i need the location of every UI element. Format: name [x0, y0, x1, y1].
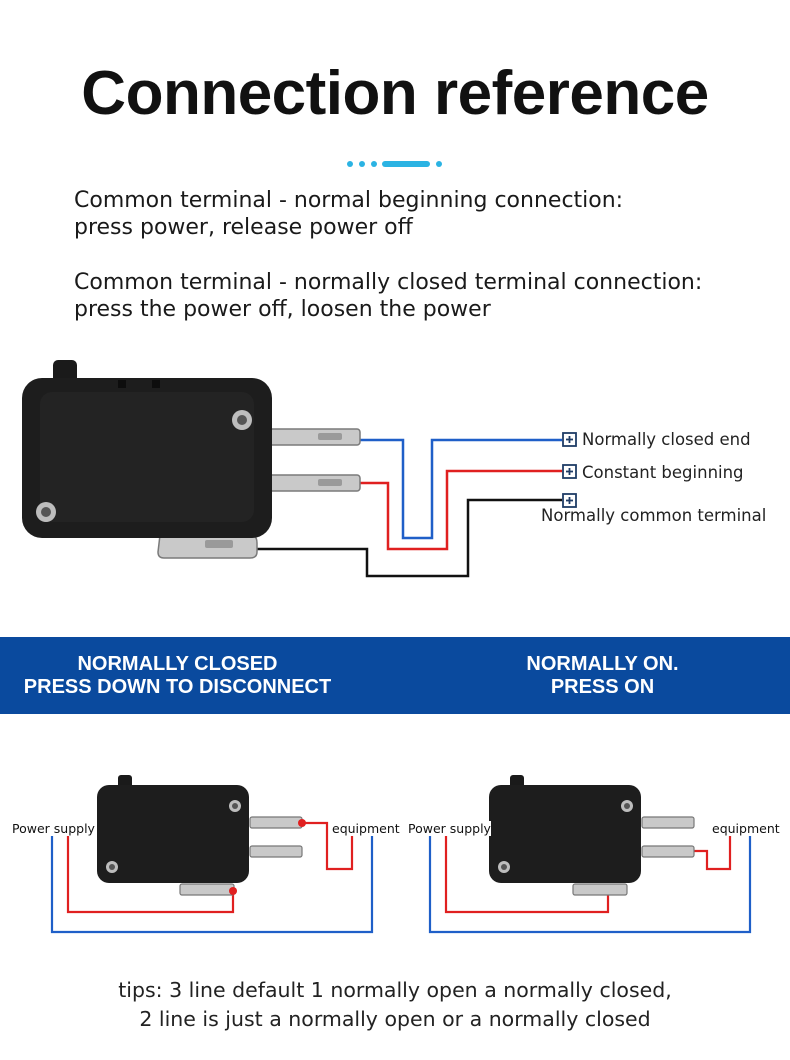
left-solder-point-bottom: [229, 887, 237, 895]
terminal-plus-icon-com: [562, 493, 577, 508]
left-blue-loop: [50, 835, 374, 934]
black-wire: [248, 498, 562, 578]
red-wire: [360, 469, 562, 551]
right-red-equipment: [694, 835, 732, 871]
mode-banner: NORMALLY CLOSED PRESS DOWN TO DISCONNECT…: [0, 637, 790, 714]
description-line-3: Common terminal - normally closed termin…: [74, 270, 703, 295]
description-line-4: press the power off, loosen the power: [74, 297, 491, 322]
right-power-supply-label: Power supply: [408, 821, 491, 836]
label-normally-common-terminal: Normally common terminal: [541, 506, 767, 525]
banner-right-line-1: NORMALLY ON.: [526, 653, 679, 675]
banner-left-line-2: PRESS DOWN TO DISCONNECT: [23, 676, 332, 698]
left-red-equipment: [302, 821, 354, 871]
terminal-plus-icon-no: [562, 464, 577, 479]
page-title: Connection reference: [81, 59, 709, 128]
description-line-2: press power, release power off: [74, 215, 413, 240]
banner-normally-closed: NORMALLY CLOSED PRESS DOWN TO DISCONNECT: [0, 653, 355, 699]
right-red-loop: [444, 835, 610, 914]
left-red-loop: [66, 835, 235, 914]
right-blue-loop: [428, 835, 752, 934]
diagram-normally-closed: [50, 775, 374, 934]
terminal-plus-icon-nc: [562, 432, 577, 447]
tips-line-2: 2 line is just a normally open or a norm…: [139, 1007, 651, 1031]
left-power-supply-label: Power supply: [12, 821, 95, 836]
divider-dots: [347, 161, 442, 167]
left-equipment-label: equipment: [332, 821, 400, 836]
banner-right-line-2: PRESS ON: [550, 676, 655, 698]
main-switch-diagram: [22, 360, 577, 578]
label-constant-beginning: Constant beginning: [582, 463, 744, 482]
diagram-normally-on: [428, 775, 752, 934]
tips-line-1: tips: 3 line default 1 normally open a n…: [118, 978, 672, 1002]
blue-wire: [360, 438, 562, 540]
description-line-1: Common terminal - normal beginning conne…: [74, 188, 624, 213]
right-equipment-label: equipment: [712, 821, 780, 836]
banner-normally-on: NORMALLY ON. PRESS ON: [445, 653, 760, 699]
label-normally-closed-end: Normally closed end: [582, 430, 751, 449]
left-solder-point-top: [298, 819, 306, 827]
banner-left-line-1: NORMALLY CLOSED: [77, 653, 278, 675]
